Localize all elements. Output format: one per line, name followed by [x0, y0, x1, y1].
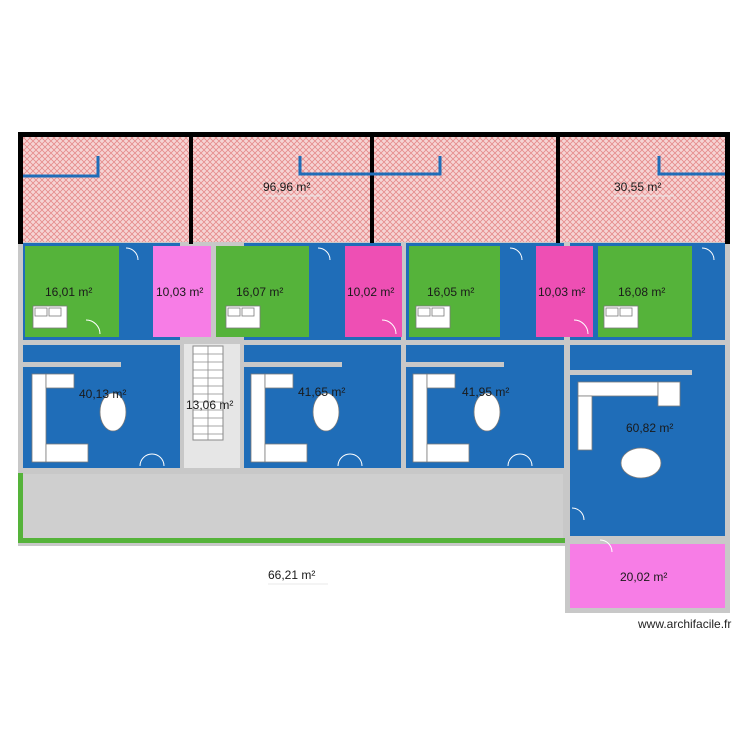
terrace-wall-a: [189, 132, 193, 244]
terrace-4: [560, 137, 726, 242]
bathroom-2: [345, 246, 402, 337]
bed-1: [32, 305, 68, 329]
terrace-3: [374, 137, 557, 242]
partition-4: [570, 340, 725, 345]
terrace-2: [193, 137, 371, 242]
bed-4: [603, 305, 639, 329]
bed-3: [415, 305, 451, 329]
stair-steps: [193, 346, 223, 440]
terrace-wall-right: [725, 132, 730, 244]
bathroom-3: [536, 246, 593, 337]
bed-2: [225, 305, 261, 329]
area-label: 10,02 m²: [347, 285, 394, 299]
room-right-pink: [570, 544, 725, 608]
doors: [85, 247, 715, 553]
area-label: 16,05 m²: [427, 285, 474, 299]
table-1: [99, 392, 127, 432]
terrace-wall-left: [18, 132, 23, 244]
table-2: [312, 392, 340, 432]
partition-1: [23, 340, 180, 345]
sofa-3: [412, 373, 470, 463]
watermark: www.archifacile.fr: [637, 617, 731, 631]
partition-3b: [406, 362, 504, 367]
partition-3: [406, 340, 564, 345]
sofa-4: [577, 381, 681, 451]
area-label: 66,21 m²: [268, 568, 315, 582]
partition-2: [244, 340, 401, 345]
terrace-wall-c: [556, 132, 560, 244]
area-label: 96,96 m²: [263, 180, 310, 194]
partition-1b: [23, 362, 121, 367]
area-label: 41,95 m²: [462, 385, 509, 399]
area-label: 16,08 m²: [618, 285, 665, 299]
area-label: 20,02 m²: [620, 570, 667, 584]
hall-green-left: [18, 473, 23, 543]
sofa-1: [31, 373, 89, 463]
partition-4b: [570, 370, 692, 375]
area-label: 13,06 m²: [186, 398, 233, 412]
area-label: 40,13 m²: [79, 387, 126, 401]
bathroom-1: [153, 246, 211, 337]
label-underlines: [263, 195, 674, 585]
area-label: 16,01 m²: [45, 285, 92, 299]
sofa-2: [250, 373, 308, 463]
partition-2b: [244, 362, 342, 367]
area-label: 41,65 m²: [298, 385, 345, 399]
terrace-wall-b: [370, 132, 374, 244]
area-label: 16,07 m²: [236, 285, 283, 299]
terrace-railing-3: [657, 156, 725, 176]
table-3: [473, 392, 501, 432]
terrace-railing-1: [23, 156, 100, 178]
area-label: 10,03 m²: [538, 285, 585, 299]
common-hall: [23, 474, 563, 538]
terrace-1: [23, 137, 190, 242]
area-label: 30,55 m²: [614, 180, 661, 194]
area-label: 60,82 m²: [626, 421, 673, 435]
terrace-railing-2: [298, 156, 442, 176]
area-label: 10,03 m²: [156, 285, 203, 299]
hall-green-bottom: [18, 538, 565, 543]
table-4: [620, 447, 662, 479]
